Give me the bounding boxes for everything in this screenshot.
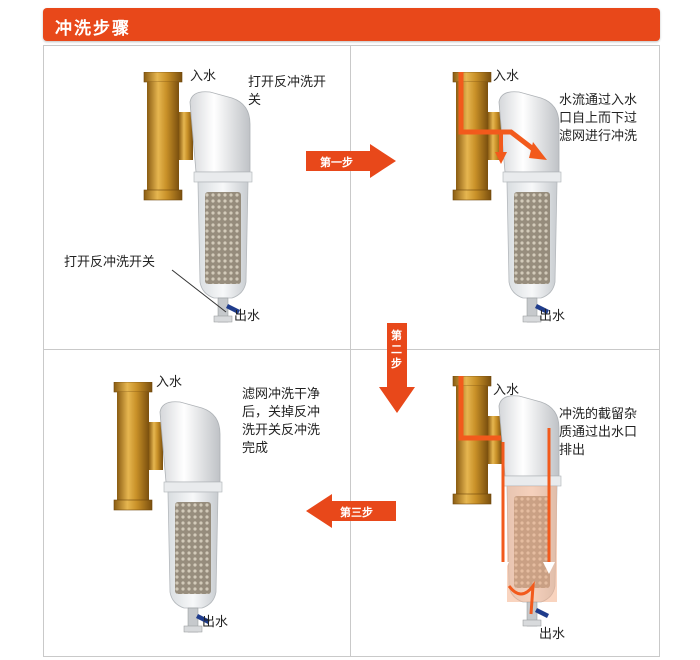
step-note: 冲洗的截留杂质通过出水口排出 xyxy=(559,407,638,458)
step-panel-1: 入水 打开反冲洗开关 打开反冲洗开关 出水 xyxy=(44,46,350,349)
outlet-label: 出水 xyxy=(539,309,566,324)
step-panel-4: 入水 滤网冲洗干净后，关掉反冲洗开关反冲洗完成 出水 xyxy=(44,350,350,656)
outlet-label: 出水 xyxy=(202,615,229,630)
filter-illustration-2 xyxy=(441,72,571,332)
section-header: 冲洗步骤 xyxy=(43,8,660,41)
inlet-label: 入水 xyxy=(156,375,183,390)
flow-arrow-icon xyxy=(458,72,539,154)
step-note: 打开反冲洗开关 xyxy=(248,75,327,108)
step-arrow-3: 第三步 xyxy=(306,494,396,528)
step-arrow-1: 第一步 xyxy=(306,144,396,178)
filter-illustration-3 xyxy=(441,376,571,636)
filter-illustration-4 xyxy=(102,382,232,642)
section-title: 冲洗步骤 xyxy=(55,19,131,39)
step-note: 滤网冲洗干净后，关掉反冲洗开关反冲洗完成 xyxy=(242,387,321,456)
inlet-label: 入水 xyxy=(493,69,520,84)
callout-line xyxy=(171,269,227,313)
grid-divider-vertical xyxy=(350,45,351,657)
inlet-label: 入水 xyxy=(190,69,217,84)
steps-grid xyxy=(43,45,660,657)
outlet-label: 出水 xyxy=(234,309,261,324)
step-panel-3: 入水 冲洗的截留杂质通过出水口排出 出水 xyxy=(351,350,660,656)
flow-arrow-icon xyxy=(458,376,501,441)
grid-divider-horizontal xyxy=(43,349,660,350)
flow-arrowhead-icon xyxy=(529,142,547,160)
step-label: 第二步 xyxy=(391,329,402,370)
step-note: 水流通过入水口自上而下过滤网进行冲洗 xyxy=(559,93,638,144)
inlet-label: 入水 xyxy=(493,383,520,398)
step-panel-2: 入水 水流通过入水口自上而下过滤网进行冲洗 出水 xyxy=(351,46,660,349)
step-arrow-2: 第二步 xyxy=(379,323,415,413)
step-label: 第三步 xyxy=(340,506,373,519)
outlet-label: 出水 xyxy=(539,627,566,642)
step-label: 第一步 xyxy=(320,156,353,169)
valve-callout: 打开反冲洗开关 xyxy=(64,255,156,270)
